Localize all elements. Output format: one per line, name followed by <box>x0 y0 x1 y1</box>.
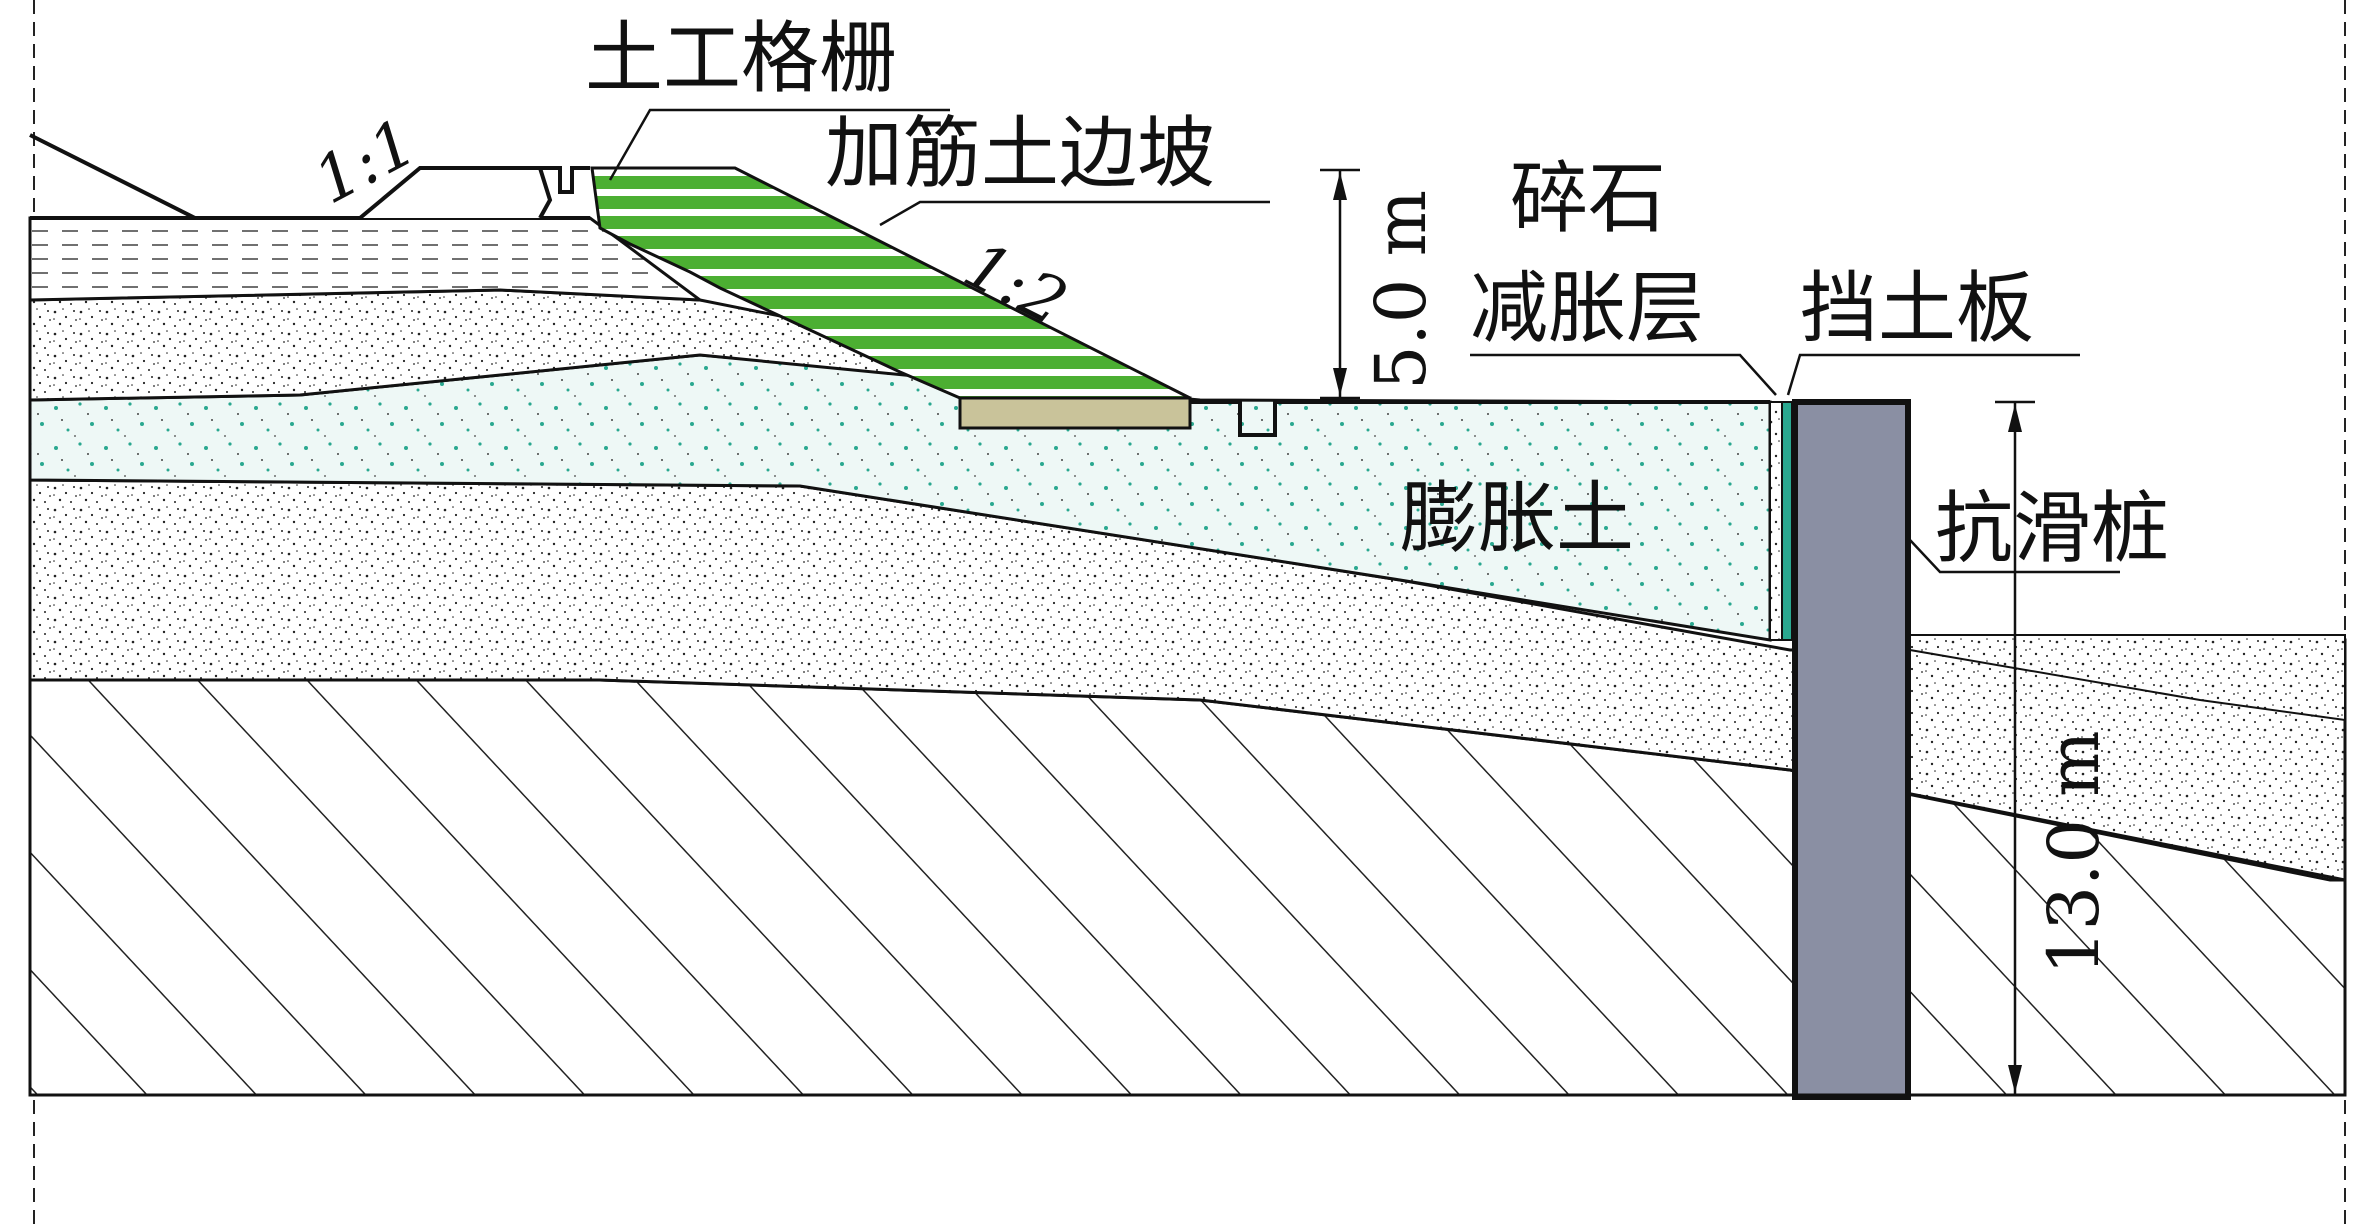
gravel-reducing-layer <box>1769 401 1783 641</box>
top-fill-layer <box>28 216 705 302</box>
label-geogrid: 土工格栅 <box>585 14 897 104</box>
dim-13m-arrow-down <box>2008 1065 2022 1093</box>
dim-13m-arrow-up <box>2008 404 2022 432</box>
geogrid-leader <box>608 108 950 181</box>
slope-leader <box>879 200 1270 227</box>
label-gravel-line1: 碎石 <box>1510 154 1666 244</box>
berm-surface <box>1190 400 1770 437</box>
retaining-plate <box>1781 401 1793 641</box>
dim-5m-arrow-up <box>1333 172 1347 200</box>
label-anti-slide-pile: 抗滑桩 <box>1935 484 2169 574</box>
anti-slide-pile <box>1792 399 1911 1100</box>
pile-leader <box>1909 539 2120 574</box>
dim-5m-arrow-down <box>1333 368 1347 396</box>
slope-base-pad <box>958 396 1192 430</box>
label-height-13m: 13.0 m <box>2033 731 2115 976</box>
label-height-5m: 5.0 m <box>1360 190 1442 390</box>
gravel-leader <box>1470 353 1777 396</box>
label-expansive-soil: 膨胀土 <box>1400 474 1634 564</box>
embankment-1-1 <box>29 133 196 220</box>
label-retaining-plate: 挡土板 <box>1800 264 2034 354</box>
label-gravel-line2: 减胀层 <box>1470 264 1704 354</box>
label-reinforced-slope: 加筋土边坡 <box>825 109 1215 199</box>
plate-leader <box>1786 353 2080 396</box>
top-ditch <box>540 166 590 194</box>
